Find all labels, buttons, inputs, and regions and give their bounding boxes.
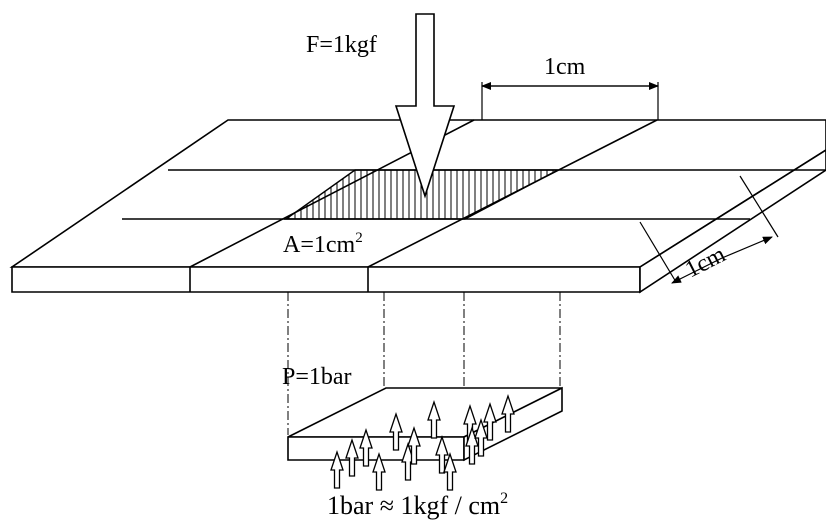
plate-front-face: [11, 266, 641, 293]
formula-text: 1bar ≈ 1kgf / cm: [327, 491, 500, 520]
pressure-arrow: [501, 393, 515, 433]
pressure-arrow: [372, 451, 386, 491]
area-label-exponent: 2: [355, 230, 363, 246]
pressure-arrow: [407, 425, 421, 465]
pressure-arrow: [330, 449, 344, 489]
force-label: F=1kgf: [306, 32, 377, 58]
pressure-label: P=1bar: [282, 364, 352, 390]
formula-exponent: 2: [500, 490, 508, 507]
pressure-arrow: [389, 411, 403, 451]
area-label-text: A=1cm: [283, 232, 356, 258]
pressure-arrow: [443, 451, 457, 491]
pressure-arrow: [427, 399, 441, 439]
depth-dimension: [639, 175, 779, 284]
plate: [9, 119, 826, 294]
pressure-arrow: [345, 437, 359, 477]
pressure-arrow: [483, 401, 497, 441]
contact-area-hatch: [283, 169, 559, 220]
pressure-arrow: [359, 427, 373, 467]
pressure-arrows: [330, 393, 515, 491]
width-dimension: [481, 82, 659, 120]
force-arrow: [394, 13, 456, 199]
block-right: [463, 386, 563, 462]
pressure-block: [287, 386, 563, 462]
width-dimension-label: 1cm: [544, 54, 586, 80]
pressure-arrow: [474, 417, 488, 457]
area-label: A=1cm2: [283, 230, 363, 258]
plate-right-face: [639, 149, 826, 294]
formula: 1bar ≈ 1kgf / cm2: [327, 490, 508, 520]
